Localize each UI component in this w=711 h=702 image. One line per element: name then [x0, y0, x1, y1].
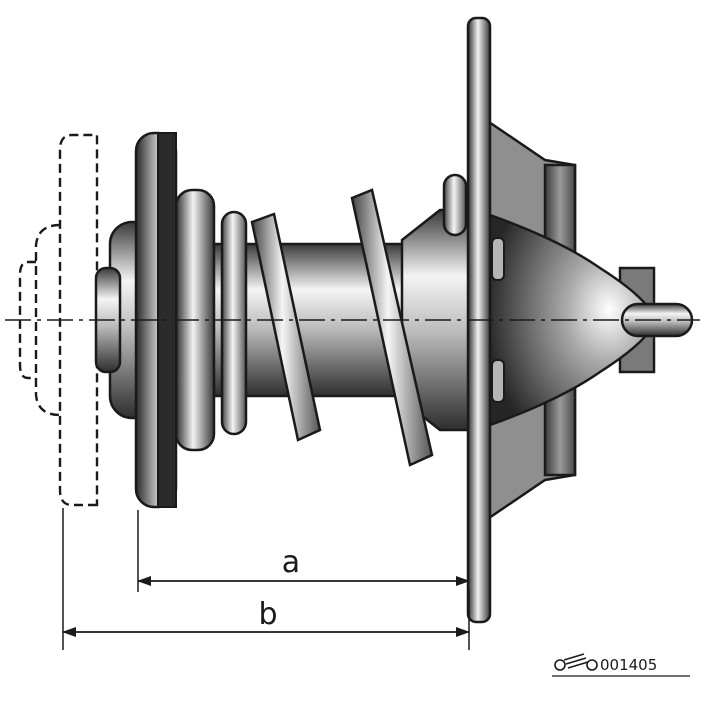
dimension-a-label: a [282, 545, 300, 580]
dimension-b-label: b [258, 597, 277, 632]
figure-code: 001405 [552, 653, 690, 677]
figure-code-label: 001405 [600, 656, 657, 674]
publisher-logo-icon [554, 653, 598, 671]
dimension-b: b [62, 597, 470, 637]
helical-spring [220, 173, 468, 467]
dimension-a: a [137, 545, 470, 586]
